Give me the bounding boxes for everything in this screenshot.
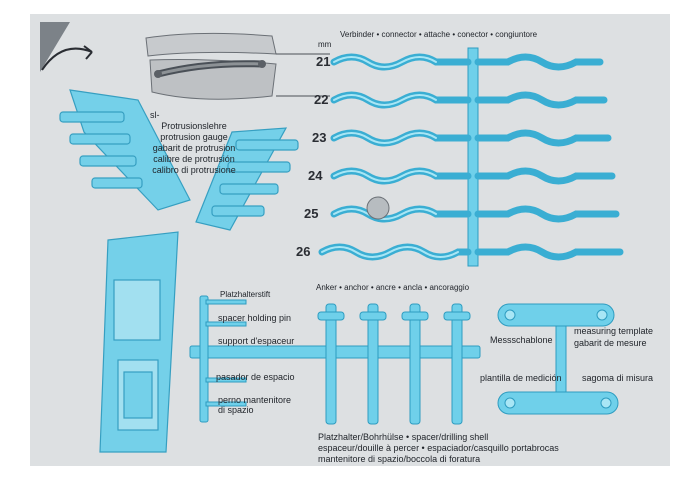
caption-line: mantenitore di spazio/boccola di foratur…	[318, 454, 481, 464]
unit-label: mm	[318, 40, 332, 49]
caption-line: espaceur/douille à percer • espaciador/c…	[318, 443, 559, 453]
sprue-gate-mark	[366, 196, 390, 220]
spacer-label-fr: support d'espaceur	[218, 336, 295, 346]
size-23: 23	[312, 130, 327, 145]
measuring-template-part	[497, 303, 619, 415]
spacer-label-it-2: di spazio	[218, 405, 254, 415]
spacer-label-it: perno mantenitore	[218, 395, 292, 405]
measuring-template-fr: gabarit de mesure	[574, 338, 647, 348]
protrusion-gauge-line: calibro di protrusione	[152, 165, 236, 175]
size-25: 25	[304, 206, 319, 221]
measuring-template-en: measuring template	[574, 326, 654, 336]
protrusion-gauge-line: sl-	[150, 110, 160, 120]
connector-sprue	[467, 47, 479, 267]
anchor-pins	[317, 303, 471, 425]
measuring-template-de: Messschablone	[490, 335, 553, 345]
spacer-drilling-shell-caption: Platzhalter/Bohrhülse • spacer/drilling …	[318, 432, 559, 465]
caption-line: Platzhalter/Bohrhülse • spacer/drilling …	[318, 432, 489, 442]
size-22: 22	[314, 92, 329, 107]
connector-header: Verbinder • connector • attache • conect…	[340, 30, 538, 39]
protrusion-gauge-label: sl- Protrusionslehre protrusion gauge ga…	[134, 110, 254, 176]
corner-arrow-icon	[40, 22, 93, 72]
protrusion-gauge-line: gabarit de protrusion	[152, 143, 236, 153]
measuring-template-it: sagoma di misura	[582, 373, 654, 383]
connector-highlights	[321, 56, 459, 258]
size-21: 21	[316, 54, 331, 69]
protrusion-gauge-line: Protrusionslehre	[161, 121, 227, 131]
protrusion-gauge-line: protrusion gauge	[160, 132, 228, 142]
protrusion-gauge-line: calibre de protrusión	[153, 154, 235, 164]
size-24: 24	[308, 168, 323, 183]
dental-arch-diagram	[145, 32, 330, 100]
size-26: 26	[296, 244, 311, 259]
measuring-template-es: plantilla de medición	[480, 373, 562, 383]
anchor-header: Anker • anchor • ancre • ancla • ancorag…	[316, 283, 470, 292]
protrusion-gauge-part	[59, 89, 299, 453]
spacer-label-de: Platzhalterstift	[220, 290, 271, 299]
spacer-label-es: pasador de espacio	[216, 372, 295, 382]
spacer-label-en: spacer holding pin	[218, 313, 292, 323]
